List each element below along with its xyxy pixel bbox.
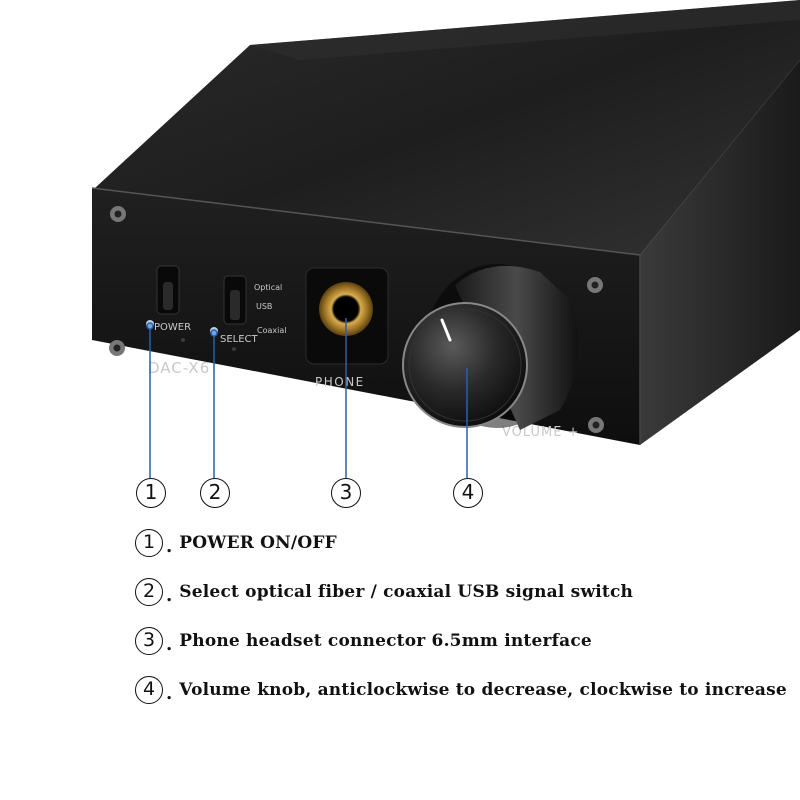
callout-number-1: 1 <box>136 478 166 508</box>
switch-label-coaxial: Coaxial <box>257 326 286 335</box>
legend-item-4: 4 . Volume knob, anticlockwise to decrea… <box>135 673 787 707</box>
legend-text: POWER ON/OFF <box>179 533 337 553</box>
legend-number: 4 <box>135 676 163 704</box>
callout-number-4: 4 <box>453 478 483 508</box>
volume-label: VOLUME + <box>502 425 579 440</box>
legend-number: 2 <box>135 578 163 606</box>
input-select-switch <box>210 275 247 351</box>
legend-text: Phone headset connector 6.5mm interface <box>179 631 592 651</box>
power-label: POWER <box>154 322 191 333</box>
legend-dot: . <box>166 682 173 704</box>
power-toggle-switch <box>146 265 185 342</box>
callout-number-3: 3 <box>331 478 361 508</box>
screw-icon <box>109 206 604 433</box>
switch-label-optical: Optical <box>254 283 282 292</box>
legend-number: 1 <box>135 529 163 557</box>
chassis-top <box>95 0 800 255</box>
legend-number: 3 <box>135 627 163 655</box>
legend-item-2: 2 . Select optical fiber / coaxial USB s… <box>135 575 633 609</box>
legend-dot: . <box>166 535 173 557</box>
chassis-top-back <box>250 0 800 60</box>
phone-label: PHONE <box>315 375 365 389</box>
legend-text: Select optical fiber / coaxial USB signa… <box>179 582 634 602</box>
legend-dot: . <box>166 633 173 655</box>
volume-knob <box>402 264 578 430</box>
select-label: SELECT <box>220 334 259 345</box>
headphone-jack <box>305 267 389 365</box>
model-label: DAC-X6 <box>148 359 210 377</box>
legend-text: Volume knob, anticlockwise to decrease, … <box>179 680 787 700</box>
callout-lines <box>146 318 468 478</box>
legend-dot: . <box>166 584 173 606</box>
chassis-side <box>640 60 800 445</box>
legend-item-1: 1 . POWER ON/OFF <box>135 526 337 560</box>
legend-item-3: 3 . Phone headset connector 6.5mm interf… <box>135 624 592 658</box>
switch-label-usb: USB <box>256 302 272 311</box>
callout-number-2: 2 <box>200 478 230 508</box>
